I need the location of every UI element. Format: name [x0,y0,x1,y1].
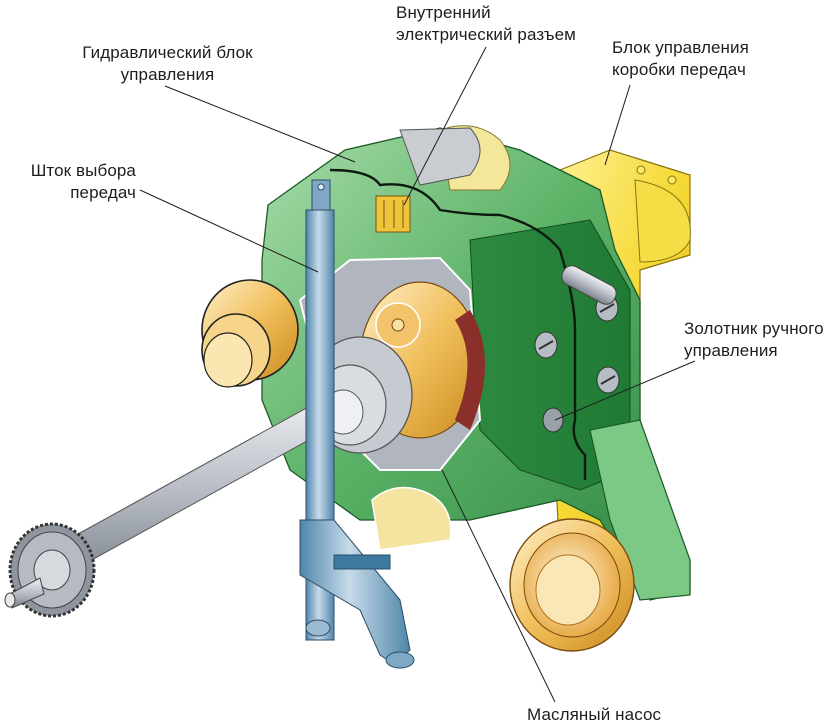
leader-lines [139,46,696,703]
label-line: Шток выбора [30,161,136,180]
label-internal-connector: Внутренний электрический разъем [396,2,576,46]
label-line: управления [684,341,778,360]
label-manual-valve: Золотник ручного управления [684,318,824,362]
leader-oil-pump [441,469,556,703]
mounting-bracket-shape [589,419,691,601]
pump-housing-lower-shape [371,486,452,551]
label-line: Гидравлический блок [82,43,253,62]
gear-selector-rod-shape [299,179,415,669]
right-bearing-shape [509,518,635,652]
label-oil-pump: Масляный насос [527,704,661,726]
label-line: Золотник ручного [684,319,824,338]
leader-manual-valve [554,360,696,421]
label-line: Блок управления [612,38,749,57]
leader-gearbox-control-unit [604,84,631,166]
label-line: управления [120,65,215,84]
label-gear-selector-rod: Шток выбора передач [10,160,136,204]
leader-gear-selector-rod [139,189,319,273]
label-line: Масляный насос [527,705,662,724]
label-line: Внутренний [396,3,491,22]
label-line: передач [70,183,136,202]
label-hydraulic-block: Гидравлический блок управления [60,42,275,86]
label-line: коробки передач [612,60,746,79]
label-line: электрический разъем [396,25,576,44]
label-gearbox-control-unit: Блок управления коробки передач [612,37,749,81]
leader-hydraulic-block [164,85,356,163]
left-bearing-shape [201,279,299,388]
leader-internal-connector [403,46,487,206]
